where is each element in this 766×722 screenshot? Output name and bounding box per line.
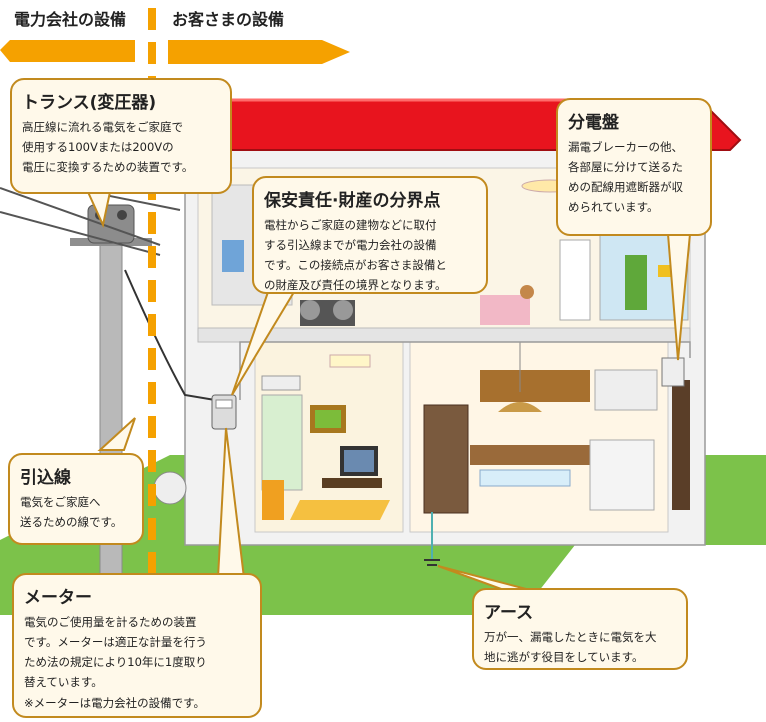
callout-earth: アース 万が一、漏電したときに電気を大 地に逃がす役目をしています。 [472, 588, 688, 670]
callout-text: 電柱からご家庭の建物などに取付 する引込線までが電力会社の設備 です。この接続点… [264, 218, 447, 293]
utility-side-label: 電力会社の設備 [14, 10, 127, 29]
callout-title: 引込線 [20, 468, 71, 488]
right-arrow [168, 40, 350, 64]
vent-fan [153, 471, 187, 505]
callout-text: 電気のご使用量を計るための装置 です。メーターは適正な計量を行う ため法の規定に… [24, 615, 207, 710]
left-arrow [0, 40, 135, 62]
callout-boundary: 保安責任·財産の分界点 電柱からご家庭の建物などに取付 する引込線までが電力会社… [252, 176, 488, 294]
callout-title: アース [484, 603, 534, 623]
pointer-service-wire [97, 417, 136, 451]
callout-panel: 分電盤 漏電ブレーカーの他、 各部屋に分けて送るた めの配線用遮断器が収 められ… [556, 98, 712, 236]
callout-meter: メーター 電気のご使用量を計るための装置 です。メーターは適正な計量を行う ため… [12, 573, 262, 718]
callout-service-wire: 引込線 電気をご家庭へ 送るための線です。 [8, 453, 144, 545]
callout-title: 保安責任·財産の分界点 [264, 191, 441, 211]
callout-text: 電気をご家庭へ 送るための線です。 [20, 495, 123, 530]
callout-text: 漏電ブレーカーの他、 各部屋に分けて送るた めの配線用遮断器が収 められています… [568, 140, 683, 215]
service-drop-wire [124, 269, 216, 401]
utility-pole [99, 239, 123, 621]
distribution-panel [661, 357, 685, 387]
callout-title: 分電盤 [568, 113, 619, 133]
callout-title: メーター [24, 588, 92, 608]
callout-text: 万が一、漏電したときに電気を大 地に逃がす役目をしています。 [484, 630, 657, 665]
callout-transformer: トランス(変圧器) 高圧線に流れる電気をご家庭で 使用する100Vまたは200V… [10, 78, 232, 194]
customer-side-label: お客さまの設備 [172, 10, 285, 29]
callout-text: 高圧線に流れる電気をご家庭で 使用する100Vまたは200Vの 電圧に変換するた… [22, 120, 194, 175]
callout-title: トランス(変圧器) [22, 93, 157, 113]
